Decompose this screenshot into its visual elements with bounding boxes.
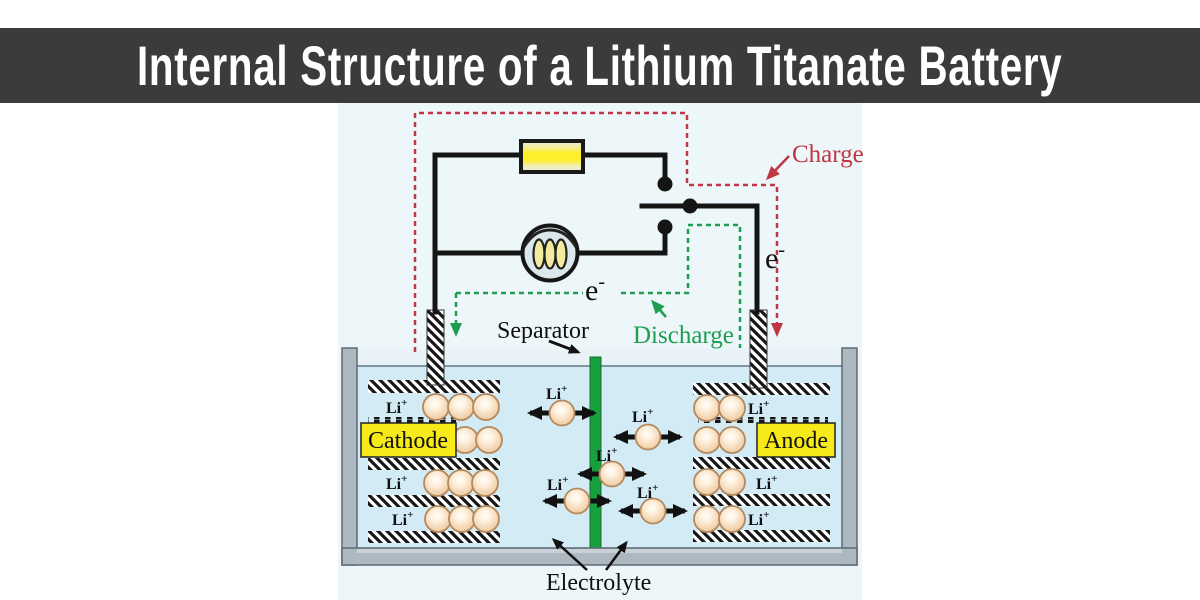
coil-loop [543,238,557,270]
switch-contact-dot [657,219,673,235]
coil-loop [554,238,568,270]
cathode-label: Cathode [368,428,448,454]
tank-right-wall [841,347,858,566]
cathode-electrode [368,380,503,543]
ion-particle [634,423,662,451]
li-ion-label: Li+ [748,509,769,529]
electron-label-left: e- [585,271,605,307]
cathode-hatch-row [368,531,500,543]
anode-particle [693,394,721,422]
cathode-particle [423,469,451,497]
li-ion-label: Li+ [386,397,407,417]
ion-particle [639,497,667,525]
bulb [520,223,580,283]
tank-left-wall [341,347,358,566]
li-ion-label: Li+ [386,473,407,493]
li-ion-label: Li+ [547,474,568,494]
charge-pointer-arrow [765,155,790,181]
anode-particle [718,426,746,454]
ion-particle [563,487,591,515]
anode-particle [693,468,721,496]
cathode-particle [471,469,499,497]
anode-electrode [693,383,830,542]
discharge-label: Discharge [633,322,734,349]
cathode-particle [448,505,476,533]
title-bar: Internal Structure of a Lithium Titanate… [0,28,1200,103]
ion-particle [598,460,626,488]
cathode-particle [422,393,450,421]
cathode-hatch-row [368,495,500,507]
cathode-hatch-row [368,380,500,393]
anode-particle [693,505,721,533]
cathode-particle [447,469,475,497]
anode-dotted-row [698,417,828,423]
li-ion-labels: Li+ Li+ Li+ Li+ Li+ Li+ Li+ Li+ Li+ Li+ … [386,383,777,529]
discharge-path [450,223,742,348]
electrolyte-pointer-arrow-left [551,537,588,571]
electrolyte-pointer-arrow-right [604,540,628,571]
ion-particle [548,399,576,427]
li-ion-label: Li+ [748,398,769,418]
bulb-coil [532,238,568,270]
anode-particle [718,505,746,533]
discharge-pointer-arrow [651,299,667,318]
cathode-hatch-row [368,458,500,470]
cathode-particle [472,505,500,533]
anode-particle [718,468,746,496]
anode-hatch-row [693,457,830,469]
separator-label: Separator [497,318,589,344]
anode-hatch-row [693,530,830,542]
li-ion-label: Li+ [546,383,567,403]
cathode-particle [472,393,500,421]
switch-pivot-dot [682,198,698,214]
page-title: Internal Structure of a Lithium Titanate… [137,34,1063,97]
cathode-dotted-row [368,417,456,423]
anode-hatch-row [693,383,830,395]
cathode-particle [424,505,452,533]
anode-label-box [756,422,836,458]
electron-label-right: e- [765,239,785,275]
current-collector-right [749,309,768,389]
anode-particle [718,394,746,422]
li-ion-label: Li+ [392,509,413,529]
li-ion-label: Li+ [637,482,658,502]
discharge-path-right [621,223,742,348]
mobile-ions [527,399,688,525]
resistor [519,139,585,174]
tank-floor-highlight [357,549,842,553]
cathode-particle [447,393,475,421]
charge-path [413,111,783,352]
cathode-particle [475,426,503,454]
separator-pointer-arrow [548,339,581,354]
charge-label: Charge [792,141,864,168]
current-collector-left [426,309,445,386]
electrolyte-label: Electrolyte [546,570,651,596]
switch-contact-dot [657,176,673,192]
anode-label: Anode [764,428,828,454]
li-ion-label: Li+ [756,473,777,493]
anode-particle [693,426,721,454]
li-ion-label: Li+ [632,406,653,426]
anode-hatch-row [693,494,830,506]
cathode-label-box [360,422,457,458]
bulb-arc [522,228,578,248]
li-ion-label: Li+ [596,445,617,465]
coil-loop [532,238,546,270]
